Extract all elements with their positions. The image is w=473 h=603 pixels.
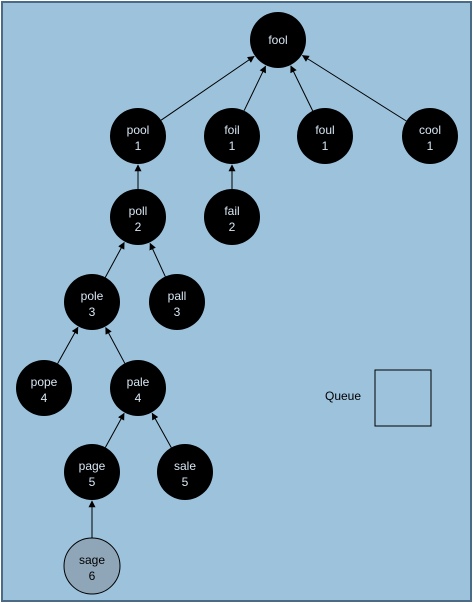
edge-pall-to-poll [149, 242, 166, 277]
node-distance: 4 [135, 391, 142, 405]
queue-box [374, 369, 432, 427]
node-foil: foil 1 [204, 108, 260, 164]
node-word: sale [174, 459, 196, 473]
node-foul: foul 1 [297, 108, 353, 164]
node-word: pool [127, 123, 150, 137]
node-word: pale [127, 375, 150, 389]
node-fail: fail 2 [204, 189, 260, 245]
node-circle [204, 189, 260, 245]
node-pope: pope 4 [16, 360, 72, 416]
edges-layer [57, 55, 407, 538]
edge-cool-to-fool [301, 55, 407, 122]
node-sale: sale 5 [157, 444, 213, 500]
edge-pole-to-poll [104, 241, 125, 278]
node-circle [64, 444, 120, 500]
node-word: foil [224, 123, 239, 137]
node-distance: 1 [427, 139, 434, 153]
node-distance: 1 [322, 139, 329, 153]
node-circle [110, 108, 166, 164]
node-sage: sage 6 [63, 537, 121, 595]
node-word: foul [315, 123, 334, 137]
node-distance: 5 [182, 475, 189, 489]
node-circle [63, 537, 121, 595]
node-circle [402, 108, 458, 164]
node-distance: 6 [89, 569, 96, 583]
node-pale: pale 4 [110, 360, 166, 416]
node-pool: pool 1 [110, 108, 166, 164]
edge-pale-to-pole [105, 326, 126, 364]
node-word: pole [81, 289, 104, 303]
node-distance: 5 [89, 475, 96, 489]
nodes-layer: foolpool1foil1foul1cool1poll2fail2pole3p… [16, 12, 458, 595]
node-word: fool [268, 33, 287, 47]
node-word: pope [31, 375, 58, 389]
node-poll: poll 2 [110, 189, 166, 245]
node-distance: 1 [229, 139, 236, 153]
node-word: pall [168, 289, 187, 303]
node-distance: 3 [174, 305, 181, 319]
node-circle [204, 108, 260, 164]
node-distance: 1 [135, 139, 142, 153]
node-circle [157, 444, 213, 500]
node-circle [110, 189, 166, 245]
node-distance: 4 [41, 391, 48, 405]
node-distance: 3 [89, 305, 96, 319]
node-distance: 2 [135, 220, 142, 234]
edge-page-to-pale [104, 412, 125, 448]
node-cool: cool 1 [402, 108, 458, 164]
node-fool: fool [250, 12, 306, 68]
node-word: page [79, 459, 106, 473]
node-circle [297, 108, 353, 164]
node-circle [16, 360, 72, 416]
node-pall: pall 3 [149, 274, 205, 330]
node-word: cool [419, 123, 441, 137]
queue-label: Queue [325, 389, 361, 403]
edge-foul-to-fool [290, 65, 314, 112]
node-page: page 5 [64, 444, 120, 500]
node-word: poll [129, 204, 148, 218]
edge-sale-to-pale [151, 412, 172, 448]
node-pole: pole 3 [64, 274, 120, 330]
node-circle [149, 274, 205, 330]
edge-pool-to-fool [160, 55, 255, 121]
node-circle [64, 274, 120, 330]
node-word: fail [224, 204, 239, 218]
queue: Queue [325, 369, 432, 427]
node-circle [110, 360, 166, 416]
node-distance: 2 [229, 220, 236, 234]
edge-foil-to-fool [243, 65, 266, 111]
edge-pope-to-pole [57, 326, 79, 364]
node-word: sage [79, 553, 105, 567]
node-circle [250, 12, 306, 68]
